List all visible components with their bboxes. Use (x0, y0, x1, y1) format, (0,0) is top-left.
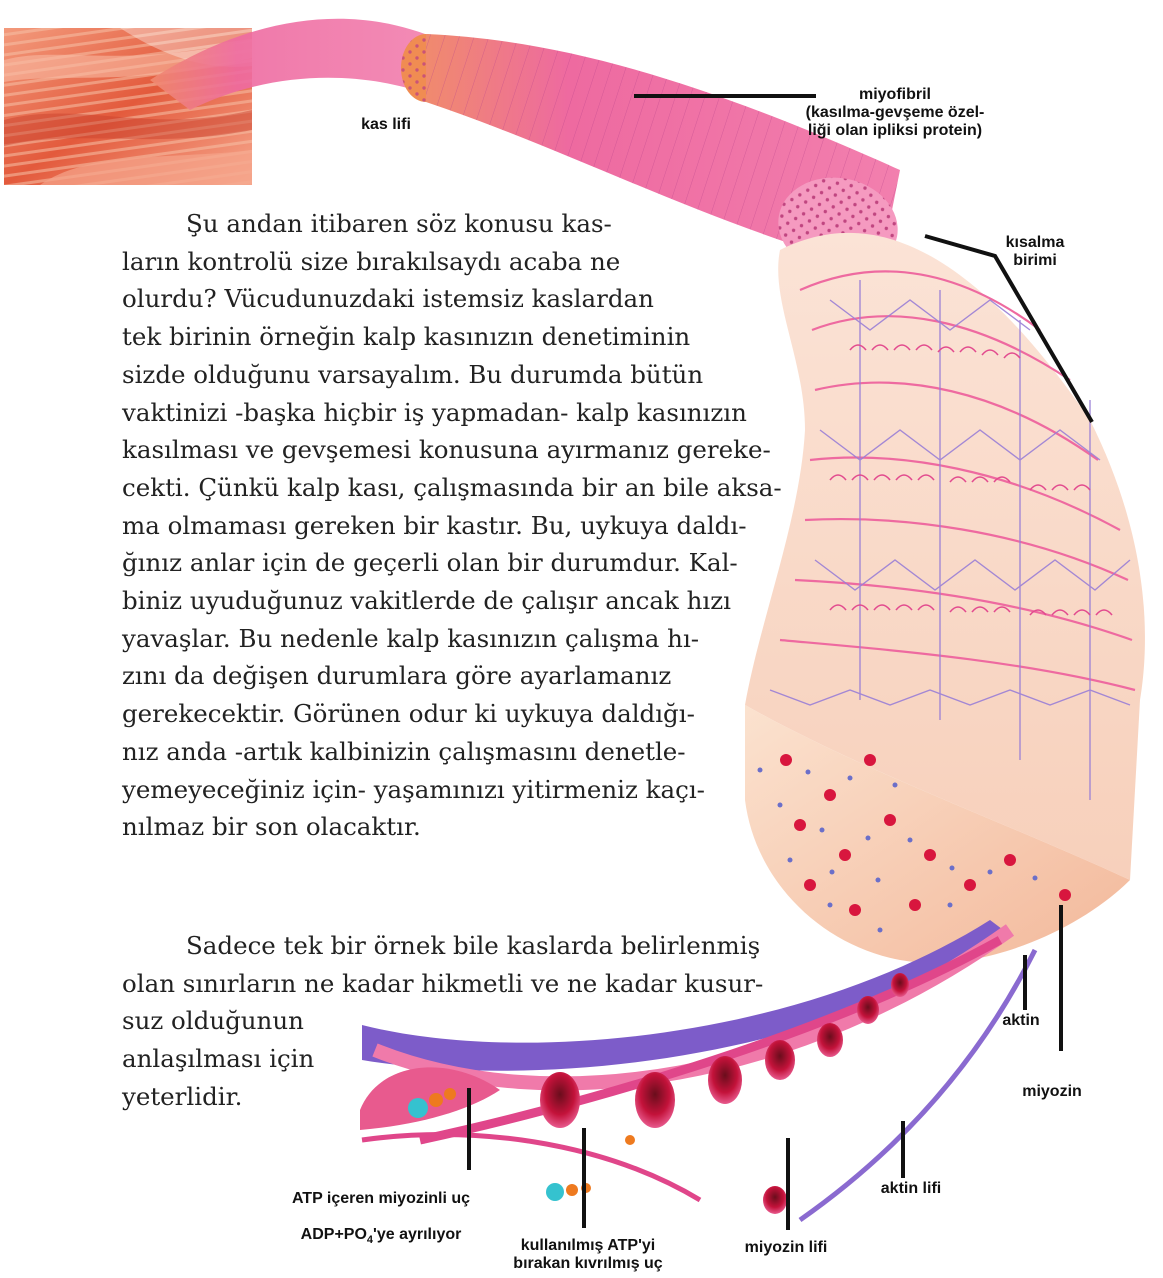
label-atp-line-2: ADP+PO4'ye ayrılıyor (256, 1226, 506, 1249)
body-paragraph-2: Sadece tek bir örnek bile kaslarda belir… (122, 927, 802, 1116)
label-aktin: aktin (986, 1012, 1056, 1030)
label-miyofibril: miyofibril (kasılma-gevşeme özel- liği o… (770, 86, 1020, 140)
label-miyozin-lifi: miyozin lifi (726, 1239, 846, 1257)
label-aktin-lifi: aktin lifi (866, 1180, 956, 1198)
label-miyozin: miyozin (1007, 1083, 1097, 1101)
label-kisalma-birimi: kısalma birimi (990, 234, 1080, 270)
label-kivrilmis-uc: kullanılmış ATP'yi bırakan kıvrılmış uç (488, 1237, 688, 1273)
label-atp-line-1: ATP içeren miyozinli uç (256, 1190, 506, 1208)
body-paragraph-1: Şu andan itibaren söz konusu kas- ların … (122, 205, 802, 846)
label-atp-miyozinli-uc: ATP içeren miyozinli uç ADP+PO4'ye ayrıl… (256, 1172, 506, 1267)
label-kas-lifi: kas lifi (346, 116, 426, 134)
